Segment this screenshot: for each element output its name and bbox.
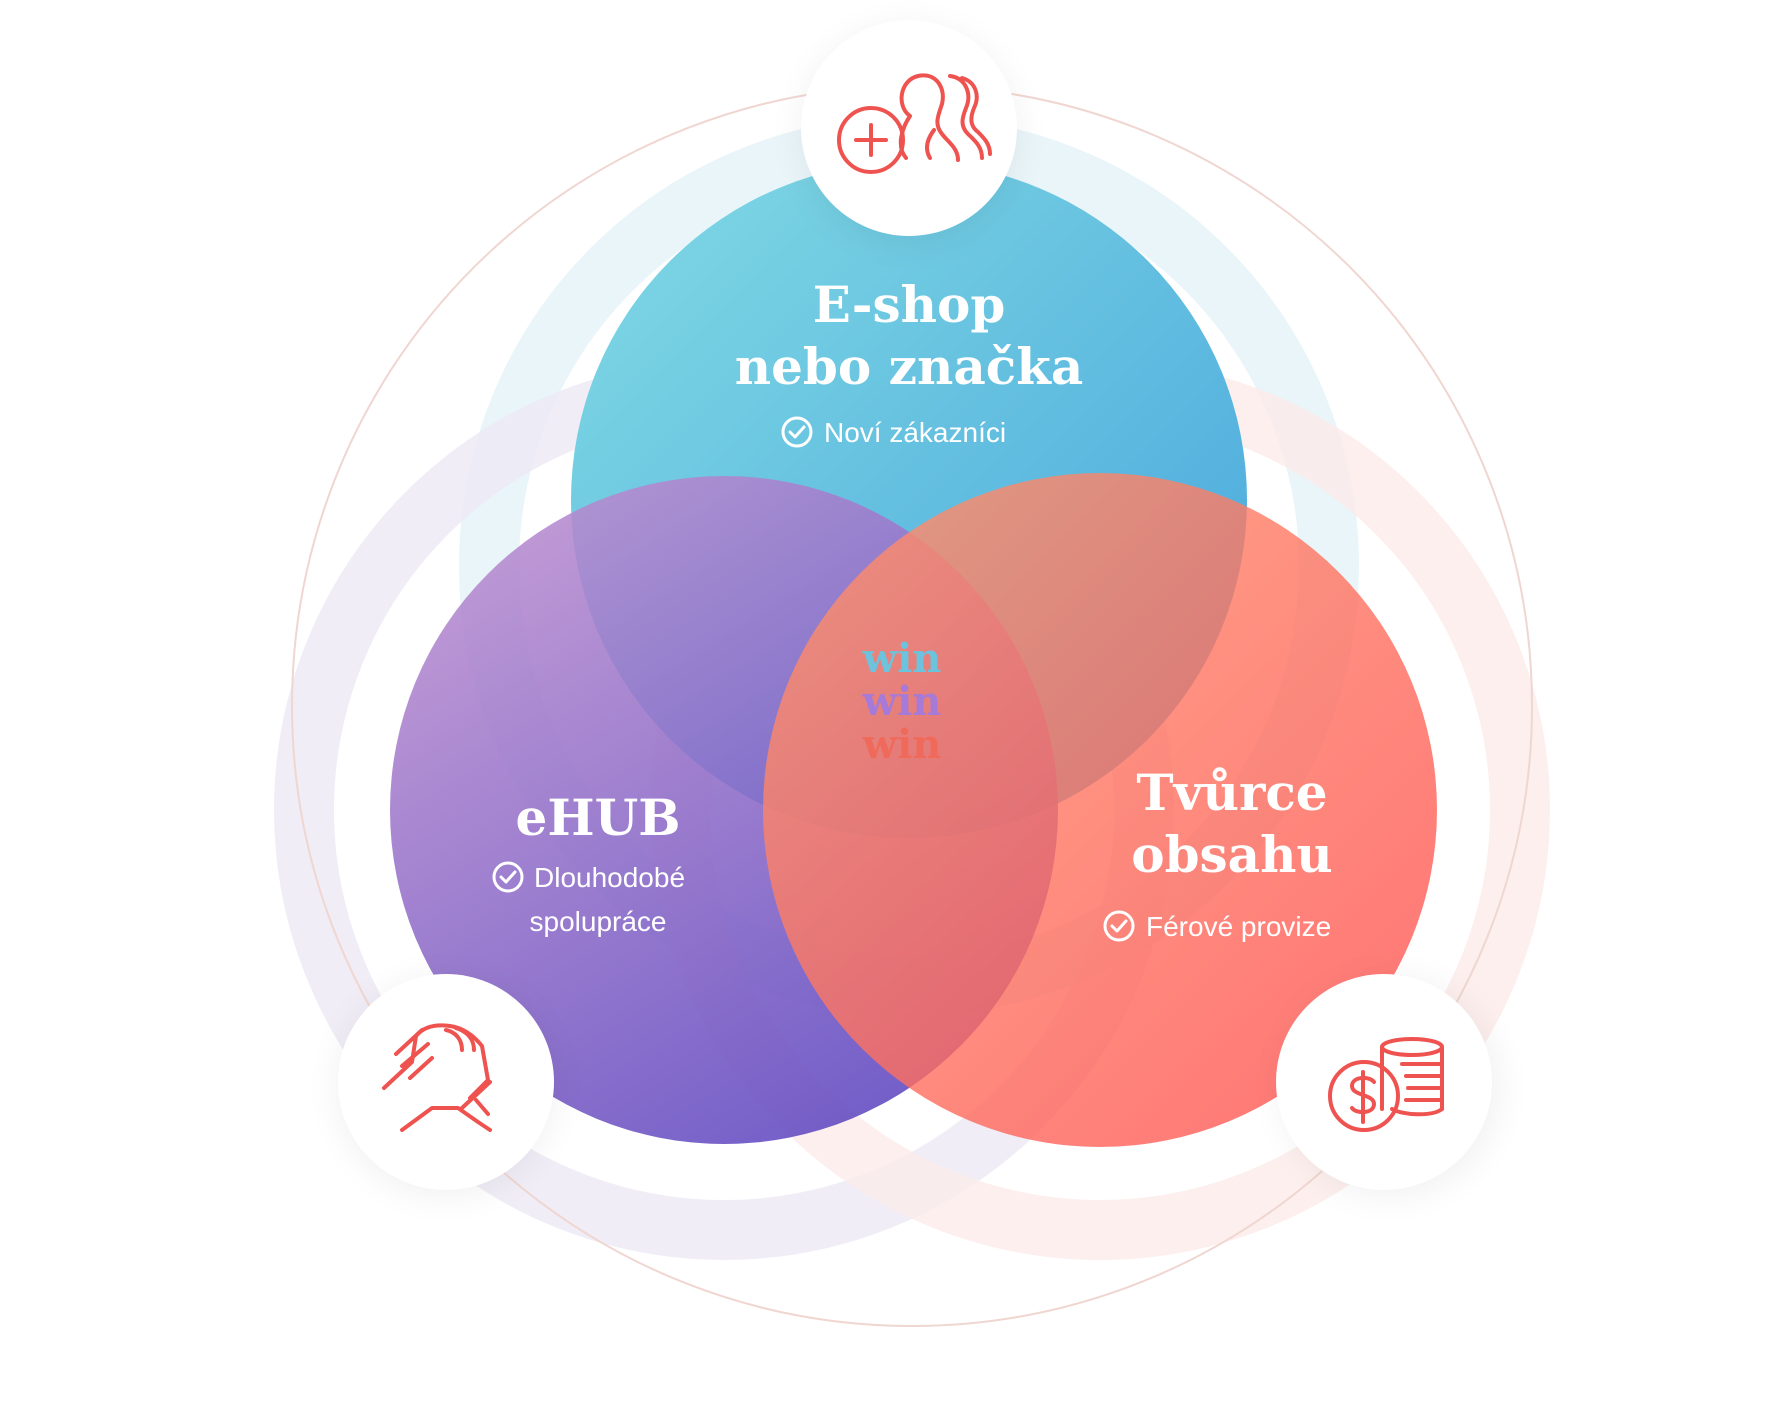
badge-eshop: [801, 20, 1017, 236]
creator-benefit: Férové provize: [1146, 911, 1331, 942]
check-circle-icon: [1103, 910, 1135, 942]
check-circle-icon: [781, 416, 813, 448]
center-win-text: win win win: [862, 635, 942, 768]
ehub-benefit-line1: Dlouhodobé: [534, 862, 685, 893]
eshop-benefit: Noví zákazníci: [824, 417, 1006, 448]
badge-ehub: [338, 974, 554, 1190]
handshake-icon: [382, 1023, 492, 1132]
ehub-benefit-line2: spolupráce: [530, 906, 667, 937]
eshop-title-line1: E-shop: [813, 275, 1006, 334]
win-word-3: win: [862, 721, 942, 768]
ehub-label-group: eHUB Dlouhodobé spolupráce: [492, 788, 685, 937]
win-word-2: win: [862, 678, 942, 725]
win-word-1: win: [862, 635, 942, 682]
badge-creator: [1276, 974, 1492, 1190]
circle-creator: [763, 473, 1437, 1147]
creator-label-group: Tvůrce obsahu Férové provize: [1103, 763, 1333, 942]
eshop-title-line2: nebo značka: [735, 337, 1084, 396]
venn-circles: [390, 162, 1437, 1147]
add-customers-icon: [837, 73, 992, 174]
ehub-title: eHUB: [516, 788, 681, 847]
eshop-label-group: E-shop nebo značka Noví zákazníci: [735, 275, 1084, 448]
coins-dollar-icon: [1328, 1037, 1444, 1132]
creator-title-line2: obsahu: [1131, 825, 1333, 884]
check-circle-icon: [492, 861, 524, 893]
creator-title-line1: Tvůrce: [1136, 763, 1327, 822]
